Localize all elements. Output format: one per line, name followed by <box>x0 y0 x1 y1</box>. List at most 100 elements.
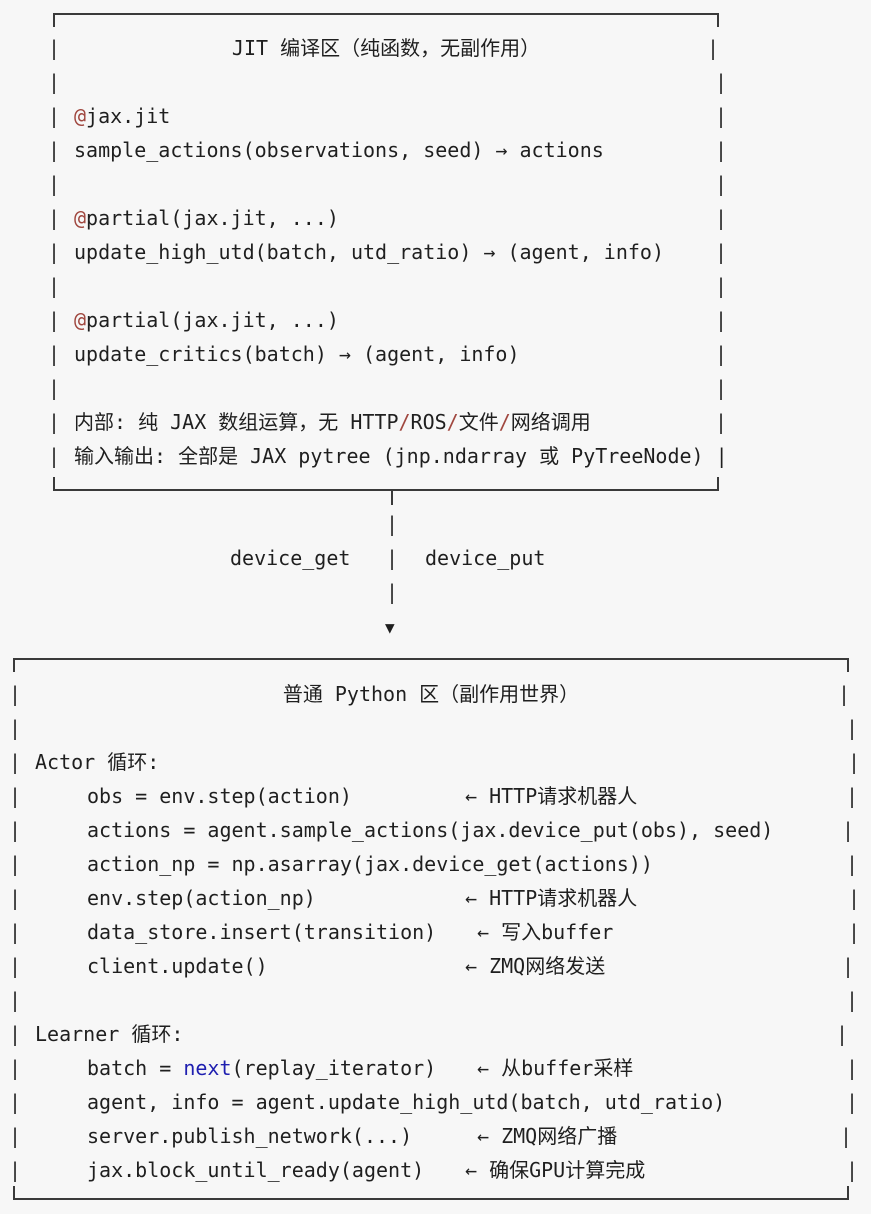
note-slash: / <box>398 410 411 434</box>
py-box-left-pipe: | <box>9 988 22 1012</box>
code-text: batch = <box>87 1056 184 1080</box>
connector-pipe-lower: | <box>386 580 399 604</box>
decorator-at-sign: @ <box>74 206 87 230</box>
py-box-right-tick-top <box>847 658 849 672</box>
jit-box-right-pipe: | <box>715 274 728 298</box>
py-box-right-pipe: | <box>846 784 859 808</box>
py-box-right-pipe: | <box>848 886 861 910</box>
py-box-right-pipe: | <box>836 1022 849 1046</box>
learner-code-comment: ← 确保GPU计算完成 <box>465 1158 646 1182</box>
note-text: ROS <box>410 410 447 434</box>
py-box-left-pipe: | <box>9 750 22 774</box>
jit-box-left-pipe: | <box>48 342 61 366</box>
note-text: 网络调用 <box>510 410 591 434</box>
py-box-left-pipe: | <box>9 1090 22 1114</box>
jit-box-right-pipe: | <box>715 206 728 230</box>
py-box-right-pipe: | <box>838 682 851 706</box>
py-box-right-pipe: | <box>846 1056 859 1080</box>
actor-code-line: action_np = np.asarray(jax.device_get(ac… <box>87 852 653 876</box>
jit-box-right-pipe: | <box>715 240 728 264</box>
jit-fn2-decorator: @partial(jax.jit, ...) <box>74 206 339 230</box>
py-box-right-pipe: | <box>846 716 859 740</box>
jit-box-left-pipe: | <box>48 172 61 196</box>
jit-box-right-pipe: | <box>707 36 720 60</box>
jit-zone-title: JIT 编译区（纯函数，无副作用） <box>231 36 541 60</box>
connector-tick-top <box>391 491 393 505</box>
jit-box-bottom-border <box>53 489 719 491</box>
next-keyword: next <box>183 1056 232 1080</box>
learner-code-line: jax.block_until_ready(agent) <box>87 1158 425 1182</box>
jit-box-left-pipe: | <box>48 240 61 264</box>
py-box-left-pipe: | <box>9 886 22 910</box>
jit-box-right-pipe: | <box>715 172 728 196</box>
jit-box-right-tick-bottom <box>717 477 719 491</box>
jit-box-right-pipe: | <box>715 104 728 128</box>
decorator-name: jax.jit <box>86 104 171 128</box>
jit-box-top-border <box>53 13 719 15</box>
py-box-right-pipe: | <box>846 988 859 1012</box>
learner-loop-label: Learner 循环: <box>35 1022 184 1046</box>
jit-box-right-pipe: | <box>715 308 728 332</box>
learner-code-comment: ← ZMQ网络广播 <box>477 1124 618 1148</box>
py-box-left-pipe: | <box>9 1158 22 1182</box>
note-text: 内部: 纯 JAX 数组运算，无 HTTP <box>74 410 399 434</box>
device-put-label: device_put <box>425 546 546 570</box>
py-box-left-pipe: | <box>9 682 22 706</box>
actor-code-comment: ← HTTP请求机器人 <box>465 886 638 910</box>
note-slash: / <box>446 410 459 434</box>
py-box-left-pipe: | <box>9 852 22 876</box>
py-box-top-border <box>13 658 849 660</box>
decorator-at-sign: @ <box>74 104 87 128</box>
jit-box-left-pipe: | <box>48 36 61 60</box>
jit-fn1-signature: sample_actions(observations, seed) → act… <box>74 138 604 162</box>
jit-fn3-signature: update_critics(batch) → (agent, info) <box>74 342 520 366</box>
py-box-right-pipe: | <box>840 1124 853 1148</box>
py-box-right-pipe: | <box>842 818 855 842</box>
note-slash: / <box>498 410 511 434</box>
jit-box-left-pipe: | <box>48 444 61 468</box>
py-box-left-pipe: | <box>9 818 22 842</box>
jit-box-right-pipe: | <box>715 138 728 162</box>
learner-batch-line: batch = next(replay_iterator) <box>87 1056 436 1080</box>
connector-pipe-upper: | <box>386 512 399 536</box>
jit-box-right-pipe: | <box>715 70 728 94</box>
actor-code-line: actions = agent.sample_actions(jax.devic… <box>87 818 774 842</box>
actor-code-line: client.update() <box>87 954 268 978</box>
jit-box-right-pipe: | <box>715 376 728 400</box>
jit-fn2-signature: update_high_utd(batch, utd_ratio) → (age… <box>74 240 665 264</box>
jit-box-left-pipe: | <box>48 274 61 298</box>
py-box-right-pipe: | <box>848 750 861 774</box>
jit-box-left-tick-bottom <box>53 477 55 491</box>
py-box-right-tick-bottom <box>847 1186 849 1200</box>
py-box-right-pipe: | <box>846 852 859 876</box>
py-box-left-pipe: | <box>9 1056 22 1080</box>
py-box-right-pipe: | <box>846 1158 859 1182</box>
actor-code-comment: ← HTTP请求机器人 <box>465 784 638 808</box>
jit-box-right-pipe: | <box>715 342 728 366</box>
jit-box-left-tick-top <box>53 13 55 27</box>
py-box-right-pipe: | <box>848 920 861 944</box>
jit-fn3-decorator: @partial(jax.jit, ...) <box>74 308 339 332</box>
jit-box-left-pipe: | <box>48 206 61 230</box>
learner-code-line: agent, info = agent.update_high_utd(batc… <box>87 1090 726 1114</box>
jit-box-left-pipe: | <box>48 410 61 434</box>
jit-box-left-pipe: | <box>48 70 61 94</box>
device-get-label: device_get <box>230 546 351 570</box>
py-box-left-pipe: | <box>9 1022 22 1046</box>
py-box-left-pipe: | <box>9 716 22 740</box>
py-box-left-pipe: | <box>9 784 22 808</box>
jit-note-io: 输入输出: 全部是 JAX pytree (jnp.ndarray 或 PyTr… <box>74 444 728 468</box>
down-arrow-icon: ▼ <box>385 618 395 637</box>
jit-note-internal: 内部: 纯 JAX 数组运算，无 HTTP/ROS/文件/网络调用 <box>74 410 591 434</box>
decorator-name: partial(jax.jit, ...) <box>86 308 339 332</box>
py-box-right-pipe: | <box>842 954 855 978</box>
jit-fn1-decorator: @jax.jit <box>74 104 170 128</box>
py-box-right-pipe: | <box>846 1090 859 1114</box>
py-box-left-tick-bottom <box>13 1186 15 1200</box>
actor-code-comment: ← ZMQ网络发送 <box>465 954 606 978</box>
learner-code-comment: ← 从buffer采样 <box>477 1056 634 1080</box>
actor-code-comment: ← 写入buffer <box>477 920 614 944</box>
py-box-left-pipe: | <box>9 920 22 944</box>
actor-code-line: data_store.insert(transition) <box>87 920 437 944</box>
actor-code-line: obs = env.step(action) <box>87 784 352 808</box>
